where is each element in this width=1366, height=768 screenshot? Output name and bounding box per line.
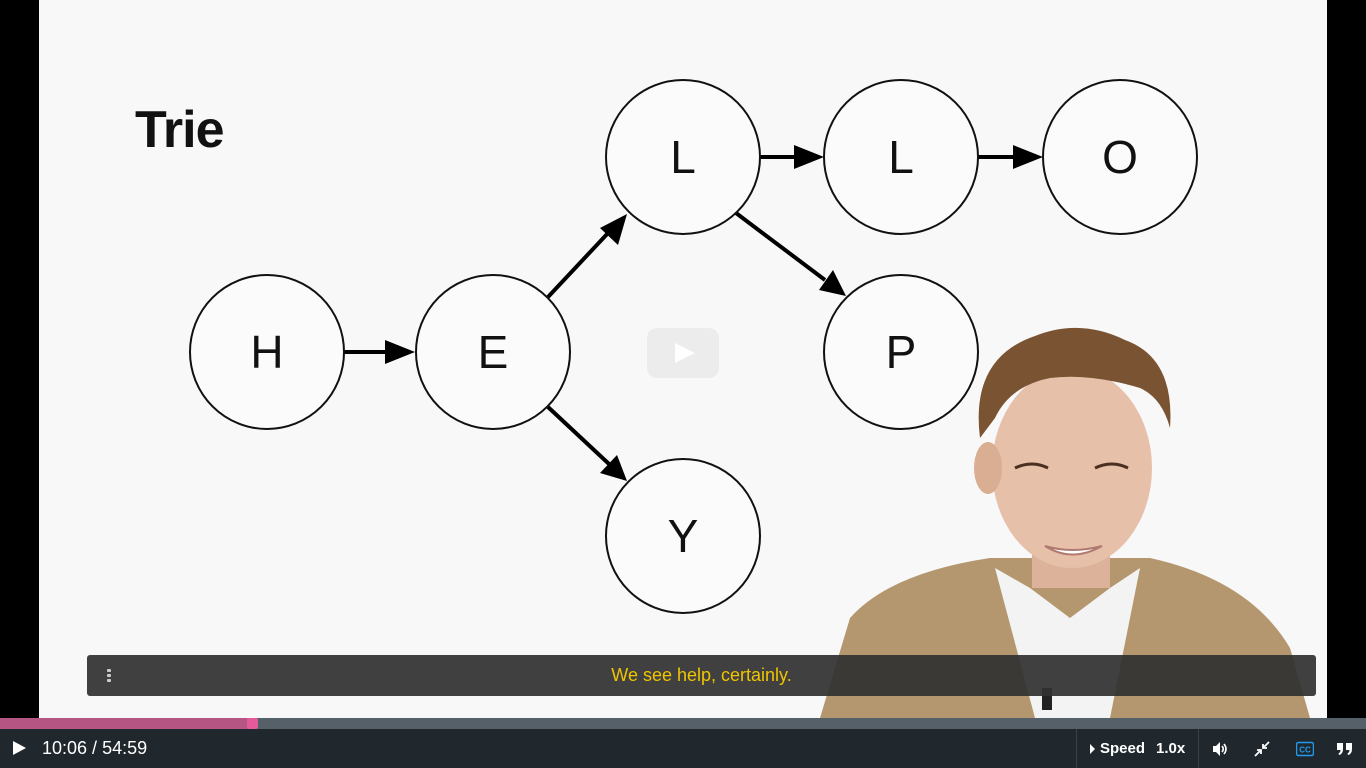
arrowhead-l-l — [794, 145, 824, 169]
trie-node-p: P — [823, 274, 979, 430]
trie-node-o: O — [1042, 79, 1198, 235]
edge-e-y — [546, 405, 611, 466]
youtube-play-icon[interactable] — [647, 328, 719, 378]
trie-node-e: E — [415, 274, 571, 430]
edge-l-p — [734, 211, 827, 282]
node-label: O — [1102, 131, 1138, 183]
speed-caret-icon — [1090, 744, 1095, 754]
trie-node-l2: L — [823, 79, 979, 235]
node-label: E — [478, 326, 509, 378]
volume-button[interactable] — [1199, 729, 1241, 768]
node-label: H — [250, 326, 283, 378]
svg-text:CC: CC — [1299, 746, 1311, 755]
speed-value: 1.0x — [1156, 740, 1186, 757]
trie-diagram: H E L L O P Y — [189, 79, 1198, 614]
transcript-button[interactable] — [1324, 729, 1366, 768]
speed-label: Speed — [1100, 740, 1146, 757]
trie-node-y: Y — [605, 458, 761, 614]
progress-handle[interactable] — [247, 718, 258, 729]
trie-edges — [344, 145, 1043, 481]
slide-title: Trie — [135, 101, 224, 159]
exit-fullscreen-icon — [1254, 741, 1270, 757]
exit-fullscreen-button[interactable] — [1241, 729, 1283, 768]
control-divider — [1076, 729, 1077, 768]
speed-button[interactable]: Speed 1.0x — [1086, 729, 1196, 768]
current-time: 10:06 — [42, 738, 88, 758]
arrowhead-e-l — [600, 214, 627, 245]
transcript-quote-icon — [1337, 743, 1352, 755]
arrowhead-e-y — [600, 455, 627, 481]
closed-captions-icon: CC — [1296, 741, 1314, 757]
node-label: L — [888, 131, 914, 183]
closed-captions-button[interactable]: CC — [1284, 729, 1326, 768]
play-icon[interactable] — [13, 741, 26, 755]
caption-text: We see help, certainly. — [611, 665, 792, 685]
time-separator: / — [87, 738, 103, 758]
trie-node-h: H — [189, 274, 345, 430]
node-label: L — [670, 131, 696, 183]
arrowhead-l-p — [819, 270, 846, 296]
progress-bar[interactable] — [0, 718, 1366, 729]
node-label: Y — [668, 510, 699, 562]
caption-grip-icon[interactable] — [107, 669, 111, 683]
player-controls: 10:06 / 54:59 Speed 1.0x CC — [0, 729, 1366, 768]
volume-icon — [1213, 742, 1227, 756]
duration: 54:59 — [102, 738, 148, 758]
time-display: 10:06 / 54:59 — [42, 729, 147, 768]
control-divider — [1198, 729, 1199, 768]
video-player[interactable]: Trie — [0, 0, 1366, 718]
progress-played — [0, 718, 251, 729]
edge-e-l — [546, 230, 611, 299]
arrowhead-h-e — [385, 340, 415, 364]
arrowhead-l-o — [1013, 145, 1043, 169]
node-label: P — [886, 326, 917, 378]
caption-bar: We see help, certainly. — [87, 655, 1316, 696]
trie-node-l1: L — [605, 79, 761, 235]
